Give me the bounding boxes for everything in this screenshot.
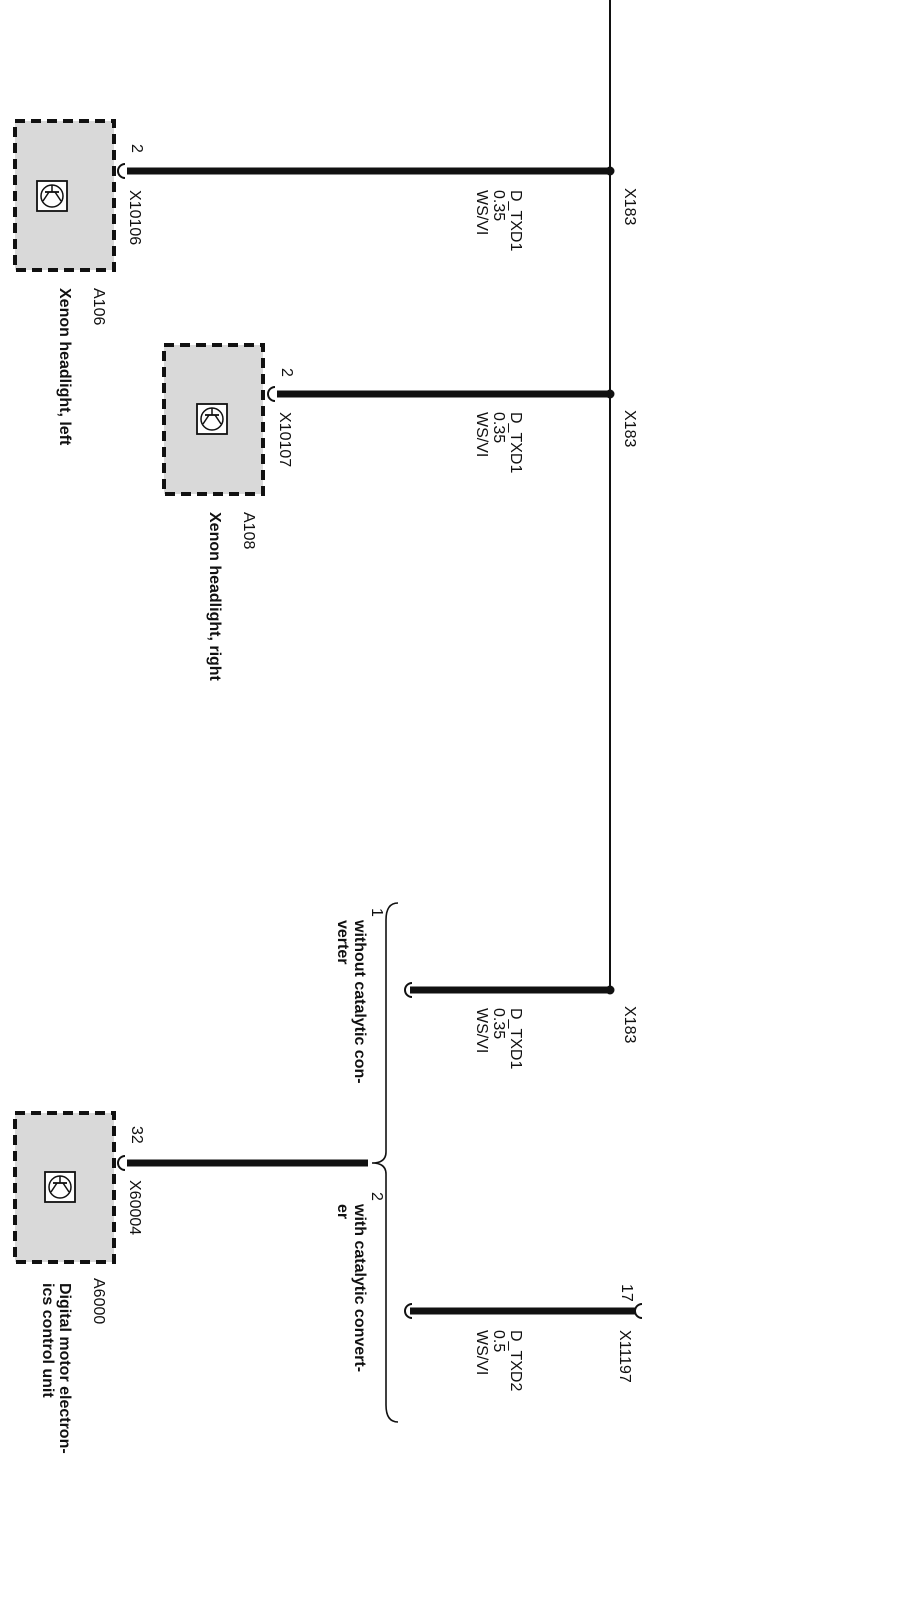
variant-without-line2: verter: [334, 920, 351, 964]
pin-number: 17: [618, 1284, 635, 1302]
transistor-icon: [36, 180, 68, 212]
wire-color: WS/VI: [473, 190, 490, 235]
variant-marker: 1: [368, 908, 385, 917]
wire-size: 0.35: [490, 1008, 507, 1039]
wire-size: 0.5: [490, 1330, 507, 1352]
component-name-line1: Digital motor electron-: [56, 1283, 73, 1454]
component-name-line2: ics control unit: [39, 1283, 56, 1398]
wire-signal: D_TXD1: [507, 190, 524, 251]
wire-end-symbol: [404, 982, 413, 998]
connector-label: X10107: [276, 412, 293, 467]
component-ref: A108: [240, 512, 257, 549]
variant-marker: 2: [368, 1192, 385, 1201]
wire-signal: D_TXD1: [507, 1008, 524, 1069]
connector-pin-symbol: [634, 1303, 643, 1319]
component-name: Xenon headlight, left: [56, 288, 73, 446]
pin-number: 2: [128, 144, 145, 153]
variant-brace: [371, 902, 399, 1423]
transistor-icon: [196, 403, 228, 435]
connector-label: X11197: [616, 1330, 633, 1383]
wire-size: 0.35: [490, 412, 507, 443]
wire-end-symbol: [404, 1303, 413, 1319]
connector-pin-symbol: [117, 1155, 126, 1171]
wire-color: WS/VI: [473, 412, 490, 457]
wire-signal: D_TXD2: [507, 1330, 524, 1391]
component-ref: A106: [90, 288, 107, 325]
pin-number: 32: [128, 1126, 145, 1144]
pin-number: 2: [278, 368, 295, 377]
splice-label: X183: [621, 410, 638, 447]
transistor-icon: [44, 1171, 76, 1203]
variant-without-line1: without catalytic con-: [351, 919, 368, 1084]
connector-pin-symbol: [267, 386, 276, 402]
wire-size: 0.35: [490, 190, 507, 221]
variant-with-line1: with catalytic convert-: [351, 1203, 368, 1372]
wire-color: WS/VI: [473, 1330, 490, 1375]
wire-signal: D_TXD1: [507, 412, 524, 473]
connector-pin-symbol: [117, 163, 126, 179]
component-ref: A6000: [90, 1278, 107, 1324]
splice-label: X183: [621, 188, 638, 225]
connector-label: X60004: [126, 1180, 143, 1235]
wire-color: WS/VI: [473, 1008, 490, 1053]
variant-with-line2: er: [334, 1204, 351, 1219]
connector-label: X10106: [126, 190, 143, 245]
splice-label: X183: [621, 1006, 638, 1043]
component-name: Xenon headlight, right: [206, 512, 223, 682]
